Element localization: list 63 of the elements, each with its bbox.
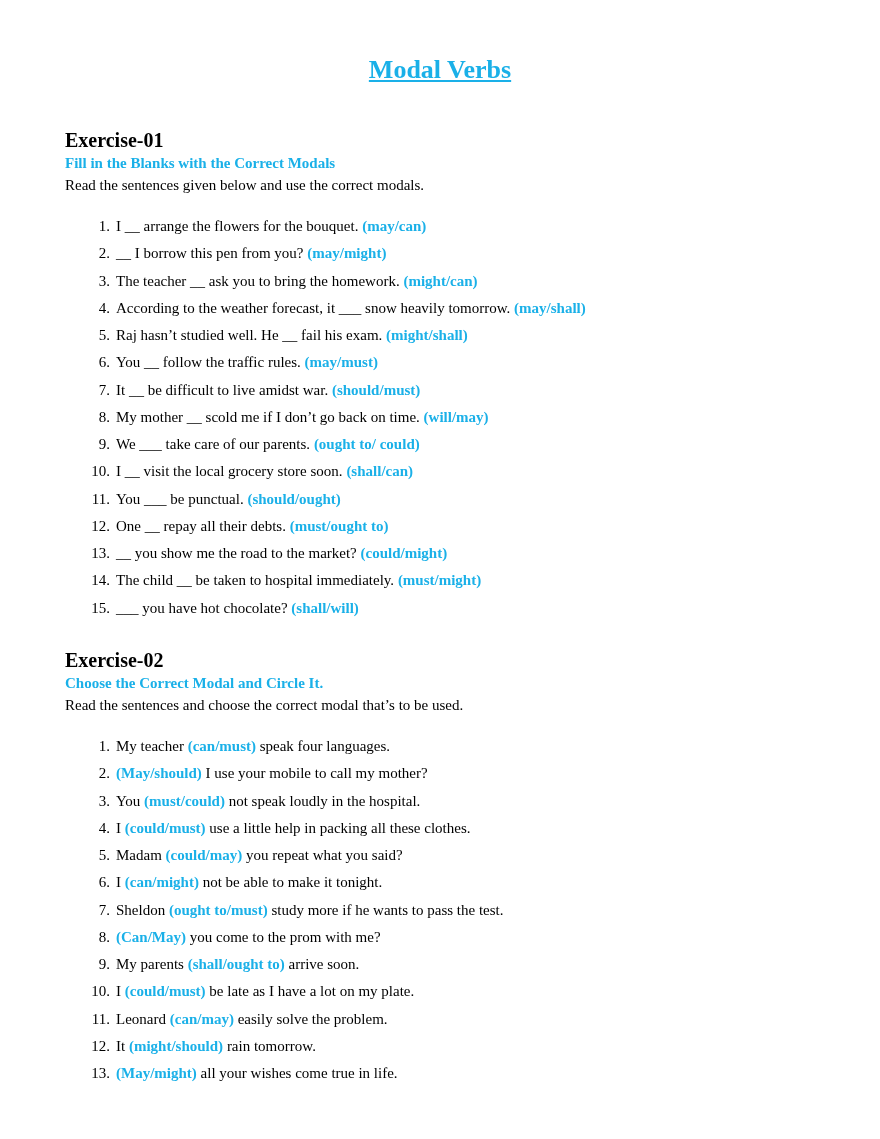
item-number: 12. — [90, 1036, 110, 1056]
sentence: (May/might) all your wishes come true in life. — [116, 1064, 398, 1083]
instruction-text: Read the sentences given below and use the correct modals. — [65, 176, 425, 195]
sentence: One __ repay all their debts. (must/ought to) — [116, 516, 389, 536]
subheading: Fill in the Blanks with the Correct Modals — [65, 154, 337, 173]
sentence: Sheldon (ought to/must) study more if he wants to pass the test. — [116, 900, 504, 920]
sentence: ___ you have hot chocolate? (shall/will) — [116, 598, 359, 618]
sentence: You (must/could) not speak loudly in the hospital. — [116, 791, 421, 811]
sentence: Madam (could/may) you repeat what you said? — [116, 846, 403, 865]
section-heading: Exercise-02 — [65, 648, 165, 672]
sentence: Raj hasn’t studied well. He __ fail his exam. (might/shall) — [116, 326, 468, 345]
item-number: 7. — [97, 900, 110, 920]
sentence: It __ be difficult to live amidst war. (should/must) — [116, 380, 421, 400]
sentence: You __ follow the traffic rules. (may/must) — [116, 353, 378, 373]
sentence: The teacher __ ask you to bring the homework. (might/can) — [116, 271, 478, 291]
item-number: 3. — [97, 791, 110, 811]
title: Modal Verbs — [368, 54, 512, 86]
item-number: 3. — [97, 271, 110, 291]
item-number: 11. — [90, 1009, 110, 1029]
item-number: 13. — [90, 1064, 110, 1083]
item-number: 8. — [97, 407, 110, 427]
sentence: I (can/might) not be able to make it tonight. — [116, 873, 383, 893]
item-number: 11. — [90, 489, 110, 509]
section-heading: Exercise-01 — [65, 128, 165, 152]
instruction-text: Read the sentences and choose the correct modal that’s to be used. — [65, 696, 464, 715]
item-number: 2. — [97, 764, 110, 784]
sentence: You ___ be punctual. (should/ought) — [116, 489, 341, 509]
item-number: 6. — [97, 873, 110, 893]
sentence: It (might/should) rain tomorrow. — [116, 1036, 316, 1056]
item-number: 6. — [97, 353, 110, 373]
item-number: 12. — [90, 516, 110, 536]
item-number: 4. — [97, 818, 110, 838]
subheading: Choose the Correct Modal and Circle It. — [65, 674, 325, 693]
item-number: 10. — [90, 982, 110, 1002]
item-number: 2. — [97, 244, 110, 264]
sentence: According to the weather forecast, it ___ snow heavily tomorrow. (may/shall) — [116, 298, 586, 318]
sentence: (May/should) I use your mobile to call my mother? — [116, 764, 428, 784]
sentence: My teacher (can/must) speak four languages. — [116, 737, 391, 756]
sentence: I __ arrange the flowers for the bouquet. (may/can) — [116, 217, 427, 236]
sentence: I (could/must) use a little help in packing all these clothes. — [116, 818, 471, 838]
item-number: 7. — [97, 380, 110, 400]
item-number: 9. — [97, 435, 110, 454]
item-number: 5. — [97, 846, 110, 865]
sentence: The child __ be taken to hospital immediately. (must/might) — [116, 571, 482, 591]
sentence: __ I borrow this pen from you? (may/might) — [116, 244, 387, 264]
item-number: 14. — [90, 571, 110, 591]
sentence: __ you show me the road to the market? (could/might) — [116, 544, 448, 563]
item-number: 1. — [97, 737, 110, 756]
item-number: 1. — [97, 217, 110, 236]
sentence: My parents (shall/ought to) arrive soon. — [116, 955, 360, 974]
item-number: 13. — [90, 544, 110, 563]
item-number: 10. — [90, 462, 110, 482]
item-number: 4. — [97, 298, 110, 318]
sentence: Leonard (can/may) easily solve the problem. — [116, 1009, 388, 1029]
item-number: 9. — [97, 955, 110, 974]
sentence: I (could/must) be late as I have a lot on my plate. — [116, 982, 415, 1002]
sentence: We ___ take care of our parents. (ought to/ could) — [116, 435, 420, 454]
sentence: (Can/May) you come to the prom with me? — [116, 927, 381, 947]
item-number: 8. — [97, 927, 110, 947]
item-number: 15. — [90, 598, 110, 618]
sentence: My mother __ scold me if I don’t go back on time. (will/may) — [116, 407, 489, 427]
sentence: I __ visit the local grocery store soon. (shall/can) — [116, 462, 414, 482]
item-number: 5. — [97, 326, 110, 345]
